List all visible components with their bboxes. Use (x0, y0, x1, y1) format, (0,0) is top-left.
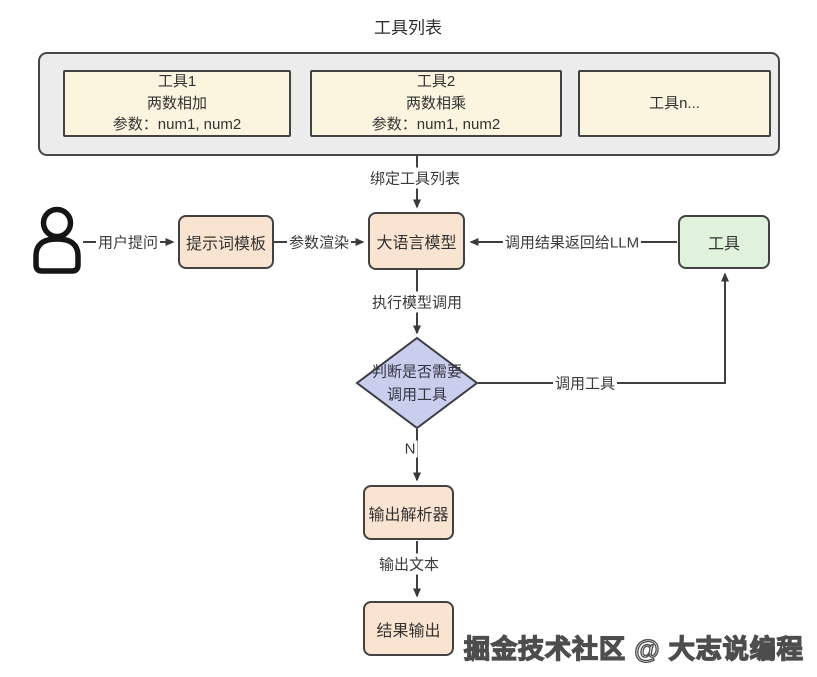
tool-item-1-params: 参数：num1, num2 (112, 116, 242, 134)
tool-item-2-name: 工具2 (416, 72, 456, 90)
edge-label-no-branch: N (402, 440, 418, 458)
user-icon (33, 206, 81, 274)
node-llm: 大语言模型 (368, 212, 465, 270)
node-output-parser: 输出解析器 (363, 485, 454, 540)
edge-label-bind-tools: 绑定工具列表 (367, 167, 463, 189)
tool-item-2-desc: 两数相乘 (405, 94, 466, 112)
decision-label-line1: 判断是否需要 (371, 363, 463, 381)
tool-item-2-params: 参数：num1, num2 (371, 116, 501, 134)
watermark-text: 掘金技术社区 @ 大志说编程 (463, 633, 804, 664)
node-prompt-template: 提示词模板 (178, 215, 274, 269)
tool-item-n: 工具n... (578, 70, 771, 137)
decision-label-line2: 调用工具 (386, 386, 448, 403)
tool-item-n-name: 工具n... (649, 94, 700, 112)
tool-item-2: 工具2 两数相乘 参数：num1, num2 (310, 70, 562, 137)
decision-label: 判断是否需要 调用工具 (372, 362, 462, 407)
edge-call-tool-line (478, 272, 729, 384)
tool-item-1-desc: 两数相加 (146, 94, 207, 112)
node-result-output: 结果输出 (363, 601, 454, 656)
diagram-title: 工具列表 (374, 18, 442, 38)
edge-label-output-text: 输出文本 (376, 553, 442, 575)
node-tool: 工具 (678, 215, 770, 269)
edge-label-result-to-llm: 调用结果返回给LLM (502, 231, 642, 253)
decision-diamond (355, 336, 479, 430)
edge-label-call-tool: 调用工具 (552, 372, 618, 394)
edge-label-param-render: 参数渲染 (286, 231, 352, 253)
edge-label-execute-call: 执行模型调用 (369, 291, 465, 313)
edge-label-user-question: 用户提问 (95, 231, 161, 253)
tool-item-1: 工具1 两数相加 参数：num1, num2 (63, 70, 291, 137)
tool-item-1-name: 工具1 (157, 72, 197, 90)
